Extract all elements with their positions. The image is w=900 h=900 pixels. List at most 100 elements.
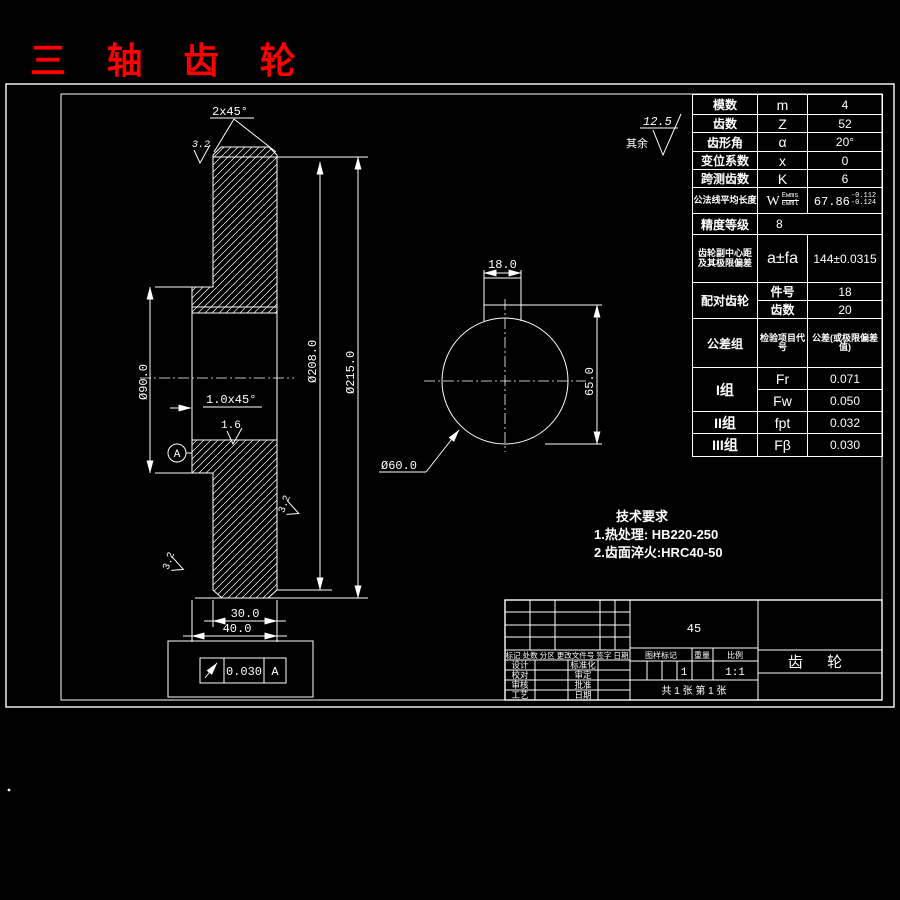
param-value: 0.071 [807, 367, 883, 390]
param-symbol: fpt [757, 411, 808, 434]
param-value: 4 [807, 94, 883, 115]
param-label: 齿数 [692, 114, 758, 133]
param-label: 模数 [692, 94, 758, 115]
bore-dia-label: Ø60.0 [381, 459, 417, 473]
param-label: 变位系数 [692, 151, 758, 170]
gear-section-view: 2x45° 3.2 Ø208.0 Ø215.0 Ø90.0 1.0x45° [137, 105, 368, 698]
sheet-info: 共 1 张 第 1 张 [661, 684, 726, 697]
group1-label: I组 [692, 367, 758, 412]
bore-chamfer-label: 1.0x45° [206, 393, 256, 407]
roughness-top-icon [193, 144, 211, 165]
param-value: 18 [807, 282, 883, 301]
table-row: 齿数 20 [693, 300, 883, 319]
param-symbol: Fβ [757, 433, 808, 457]
table-row: 公差组 检验项目代号 公差(或极限偏差值) [692, 318, 883, 368]
table-row: II组 fpt 0.032 [692, 411, 883, 434]
runout-fcf: 0.030 A [167, 640, 314, 698]
tol-code-header: 检验项目代号 [757, 318, 808, 368]
table-row: 模数 m 4 [692, 94, 883, 115]
svg-text:3.2: 3.2 [277, 494, 293, 515]
material-value: 45 [687, 622, 701, 636]
stamp-header-weight: 重量 [694, 650, 710, 660]
group2-label: II组 [692, 411, 758, 434]
tol-group-header: 公差组 [692, 318, 758, 368]
param-symbol: m [757, 94, 808, 115]
param-symbol: a±fa [757, 234, 808, 283]
role-standard: 标准化 [570, 660, 596, 670]
param-label: 齿形角 [692, 132, 758, 152]
param-value: 144±0.0315 [807, 234, 883, 283]
param-label: 公法线平均长度 [692, 187, 758, 214]
tol-value-header: 公差(或极限偏差值) [807, 318, 883, 368]
param-value: 20 [807, 300, 883, 319]
drawing-title: 三 轴 齿 轮 [30, 40, 310, 82]
keyway-width-label: 18.0 [488, 258, 517, 272]
gear-parameter-table: 模数 m 4 齿数 Z 52 齿形角 α 20° 变位系数 x 0 跨测齿数 K [692, 94, 883, 457]
weight-value: 1 [681, 667, 688, 679]
dia-90-label: Ø90.0 [137, 364, 151, 400]
param-value: 6 [807, 169, 883, 188]
table-row: 齿轮副中心距 及其极限偏差 a±fa 144±0.0315 [692, 234, 883, 283]
tech-req-line2: 2.齿面淬火:HRC40-50 [594, 545, 723, 560]
param-symbol: Fw [757, 389, 808, 412]
runout-datum: A [271, 665, 279, 679]
keyway-height-label: 65.0 [583, 367, 597, 396]
param-value: 52 [807, 114, 883, 133]
chamfer-top-label: 2x45° [212, 105, 248, 119]
default-roughness: 12.5 其余 [626, 113, 682, 157]
param-label: 跨测齿数 [692, 169, 758, 188]
role-check: 校对 [511, 670, 529, 680]
role-audit: 审核 [511, 680, 529, 690]
param-symbol: x [757, 151, 808, 170]
param-symbol: α [757, 132, 808, 152]
bore-roughness-icon [226, 427, 243, 446]
default-roughness-note: 其余 [626, 136, 648, 150]
table-row: 跨测齿数 K 6 [692, 169, 883, 188]
bore-roughness-label: 1.6 [221, 420, 241, 432]
dia-215-label: Ø215.0 [344, 351, 358, 394]
param-label: 齿轮副中心距 及其极限偏差 [692, 234, 758, 283]
tech-req-title: 技术要求 [616, 509, 669, 524]
param-value: 8 [757, 213, 883, 235]
role-design: 设计 [511, 660, 529, 670]
table-row: III组 Fβ 0.030 [692, 433, 883, 457]
dia-208-label: Ø208.0 [306, 340, 320, 383]
part-name: 齿 轮 [788, 654, 852, 671]
keyway-section-view: 18.0 65.0 Ø60.0 [379, 258, 602, 473]
default-roughness-value: 12.5 [643, 115, 672, 129]
circular-runout-icon [204, 662, 218, 679]
scale-value: 1:1 [725, 667, 745, 679]
param-sublabel: 件号 [757, 282, 808, 301]
roughness-right: 3.2 [277, 494, 300, 515]
table-row: 变位系数 x 0 [692, 151, 883, 170]
role-approve2: 批准 [574, 680, 592, 690]
datum-label: A [174, 449, 181, 461]
param-value: 0 [807, 151, 883, 170]
role-date: 日期 [574, 690, 591, 700]
tech-req-line1: 1.热处理: HB220-250 [594, 527, 719, 542]
param-value: 0.050 [807, 389, 883, 412]
revision-header: 标记 处数 分区 更改文件号 签字 日期 [506, 650, 629, 660]
param-symbol: Fr [757, 367, 808, 390]
title-block: 标记 处数 分区 更改文件号 签字 日期 设计 标准化 校对 审定 审核 批准 … [504, 599, 883, 701]
param-value: 20° [807, 132, 883, 152]
param-sublabel: 齿数 [757, 300, 808, 319]
table-row: 齿形角 α 20° [692, 132, 883, 152]
role-process: 工艺 [511, 690, 528, 700]
param-value: 0.032 [807, 411, 883, 434]
roughness-bottom: 3.2 [162, 551, 185, 572]
param-symbol: K [757, 169, 808, 188]
table-row: 配对齿轮 件号 18 [692, 282, 883, 319]
group3-label: III组 [692, 433, 758, 457]
roughness-top-label: 3.2 [192, 140, 210, 151]
param-symbol: Z [757, 114, 808, 133]
roughness-check-icon [652, 113, 682, 157]
stamp-header-scale: 比例 [727, 650, 743, 660]
hub-width-label: 40.0 [223, 622, 252, 636]
rim-width-label: 30.0 [231, 607, 260, 621]
stamp-header-mark: 图样标记 [645, 650, 677, 660]
table-row: 齿数 Z 52 [692, 114, 883, 133]
